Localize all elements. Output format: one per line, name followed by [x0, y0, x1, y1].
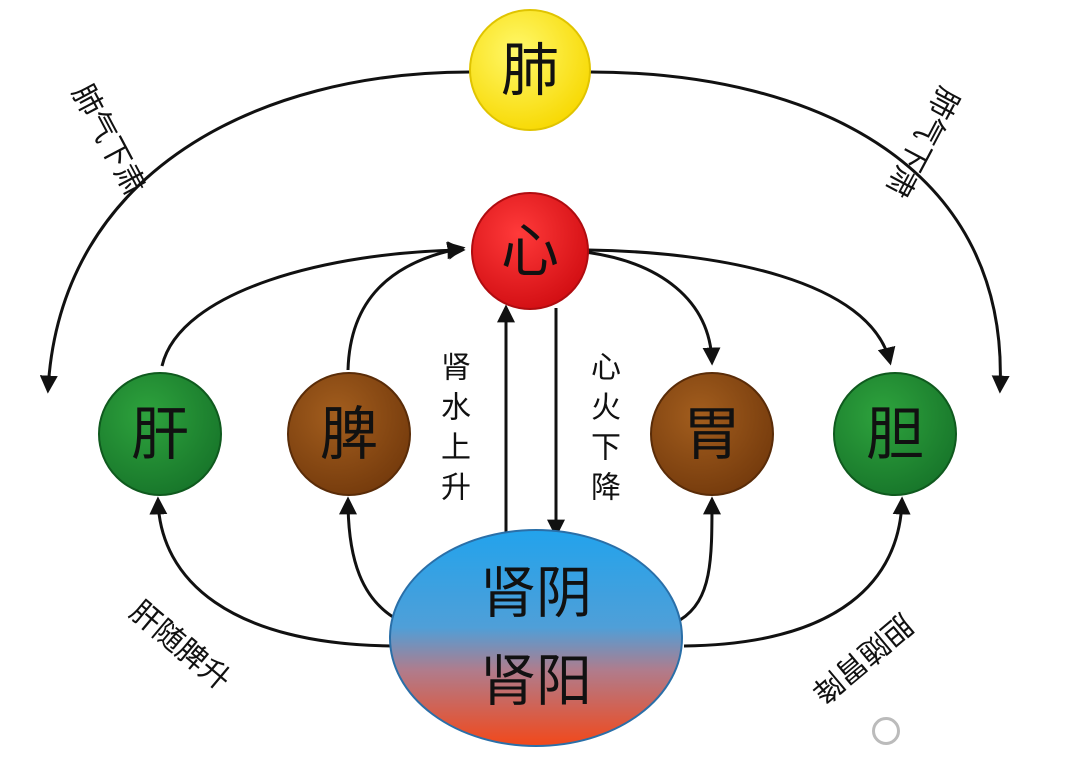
lung-qi-descends-left-label: 肺气下肃	[64, 79, 151, 201]
liver-node: 肝	[98, 372, 222, 496]
watermark	[872, 712, 1072, 750]
spleen-label: 脾	[320, 400, 378, 468]
arrow-kidney-to-liver	[149, 496, 393, 648]
heart-node: 心	[471, 192, 589, 310]
heart-fire-descends-char-1: 心	[591, 351, 621, 386]
gallbladder-node: 胆	[833, 372, 957, 496]
gallbladder-descends-with-stomach-label: 胆随胃降	[805, 606, 919, 710]
lung-qi-descends-right-label: 肺气下肃	[878, 81, 965, 203]
arrow-kidney-to-gallbladder	[683, 496, 911, 648]
arrow-spleen-to-heart	[346, 241, 466, 371]
kidney-water-rises-char-2: 水	[441, 391, 471, 426]
lung-label: 肺	[501, 36, 559, 104]
arrow-heart-to-gallbladder	[587, 248, 896, 366]
arrow-kidney-to-spleen	[339, 496, 399, 622]
arc-lung-to-left	[39, 70, 471, 394]
arrow-kidney-to-stomach	[679, 496, 721, 622]
liver-label: 肝	[131, 400, 189, 468]
gallbladder-label: 胆	[866, 400, 924, 468]
lung-node: 肺	[469, 9, 591, 131]
stomach-label: 胃	[683, 400, 741, 468]
kidney-node: 肾阴 肾阳	[389, 529, 683, 747]
heart-fire-descends-char-3: 下	[591, 431, 621, 466]
watermark-logo-icon	[872, 717, 900, 745]
kidney-water-rises-char-1: 肾	[441, 351, 471, 386]
arrow-liver-to-heart	[160, 241, 466, 367]
heart-label: 心	[501, 217, 559, 285]
arrow-heart-to-stomach	[584, 250, 721, 366]
heart-fire-descends-char-4: 降	[591, 471, 621, 506]
liver-rises-with-spleen-label: 肝随脾升	[123, 594, 237, 698]
kidney-water-rises-char-3: 上	[441, 431, 471, 466]
kidney-water-rises-char-4: 升	[441, 471, 471, 506]
arc-lung-to-right	[589, 70, 1010, 394]
heart-fire-descends-char-2: 火	[591, 391, 621, 426]
kidney-yin-label: 肾阴	[480, 562, 592, 627]
stomach-node: 胃	[650, 372, 774, 496]
kidney-yang-label: 肾阳	[480, 650, 592, 715]
spleen-node: 脾	[287, 372, 411, 496]
